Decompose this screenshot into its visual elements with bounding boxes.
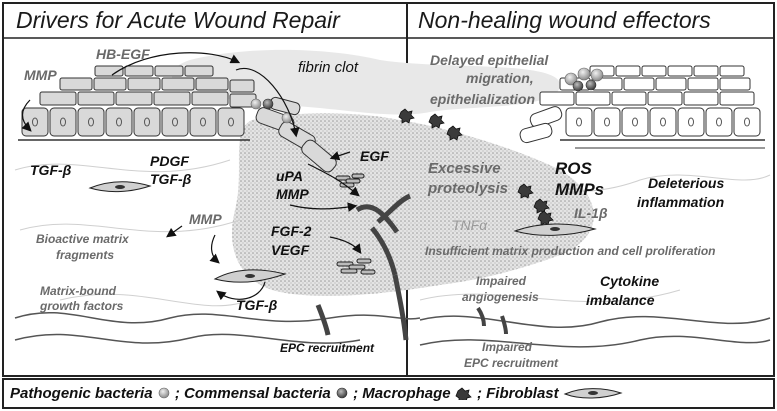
- label-bioactive-2: fragments: [56, 248, 115, 262]
- label-fibrin-clot: fibrin clot: [298, 59, 359, 76]
- legend-macrophage-label: ; Macrophage: [353, 384, 451, 402]
- label-pdgf: PDGF: [150, 153, 189, 169]
- label-bioactive-1: Bioactive matrix: [36, 232, 129, 246]
- label-epc-recruitment: EPC recruitment: [280, 341, 375, 355]
- label-fgf2: FGF-2: [271, 223, 312, 239]
- bacteria-cluster: [564, 67, 604, 92]
- label-il1b: IL-1β: [574, 205, 608, 221]
- label-delayed-1: Delayed epithelial: [430, 52, 549, 68]
- label-impaired-angio-2: angiogenesis: [462, 290, 539, 304]
- left-epidermis: [21, 65, 257, 137]
- label-matrix-bound-2: growth factors: [40, 299, 124, 313]
- label-deleterious-1: Deleterious: [648, 175, 725, 191]
- collagen-bundles: [335, 173, 376, 275]
- label-ros: ROS: [555, 159, 592, 178]
- label-hb-egf: HB-EGF: [96, 46, 150, 62]
- label-impaired-angio-1: Impaired: [476, 274, 527, 288]
- commensal-bacteria-icon: [336, 387, 348, 399]
- legend-commensal-label: ; Commensal bacteria: [174, 384, 331, 402]
- label-deleterious-2: inflammation: [637, 194, 725, 210]
- right-nuclei: [576, 117, 750, 127]
- fibroblast-icon: [563, 388, 623, 399]
- legend-fibroblast-label: ; Fibroblast: [476, 384, 559, 402]
- label-cytokine-2: imbalance: [586, 292, 655, 308]
- pathogenic-bacteria-icon: [158, 387, 170, 399]
- label-tgf-left: TGF-β: [30, 162, 72, 178]
- fibroblast-nuclei: [115, 185, 560, 278]
- label-vegf: VEGF: [271, 242, 310, 258]
- label-excessive-1: Excessive: [428, 160, 501, 177]
- macrophages: [398, 108, 554, 226]
- legend: Pathogenic bacteria ; Commensal bacteria…: [10, 384, 623, 402]
- label-excessive-2: proteolysis: [428, 180, 509, 197]
- legend-frame: [2, 378, 775, 409]
- label-tnfa: TNFα: [452, 217, 488, 233]
- dermis-lines: [14, 159, 771, 307]
- label-mmps: MMPs: [555, 180, 605, 199]
- label-delayed-3: epithelialization: [430, 91, 536, 107]
- label-mmp-low: MMP: [189, 211, 222, 227]
- label-delayed-2: migration,: [466, 70, 534, 86]
- legend-pathogenic-label: Pathogenic bacteria: [10, 384, 153, 402]
- label-tgf-mid: TGF-β: [150, 171, 192, 187]
- label-mmp-top: MMP: [24, 67, 57, 83]
- label-insufficient: Insufficient matrix production and cell …: [425, 244, 716, 258]
- left-nuclei: [32, 117, 234, 127]
- label-mmp-mid: MMP: [276, 186, 309, 202]
- label-cytokine-1: Cytokine: [600, 273, 660, 289]
- right-panel-title: Non-healing wound effectors: [418, 7, 711, 33]
- label-upa: uPA: [276, 168, 303, 184]
- macrophage-icon: [455, 387, 472, 401]
- label-egf: EGF: [360, 148, 389, 164]
- basement-lines: [14, 311, 771, 348]
- left-panel-title: Drivers for Acute Wound Repair: [16, 7, 340, 33]
- fibrin-clot: [171, 49, 561, 115]
- signal-arrows: [21, 52, 362, 301]
- label-impaired-epc-2: EPC recruitment: [464, 356, 559, 370]
- label-matrix-bound-1: Matrix-bound: [40, 284, 116, 298]
- label-tgf-low: TGF-β: [236, 297, 278, 313]
- blood-vessel-sprout: [315, 193, 508, 341]
- label-impaired-epc-1: Impaired: [482, 340, 533, 354]
